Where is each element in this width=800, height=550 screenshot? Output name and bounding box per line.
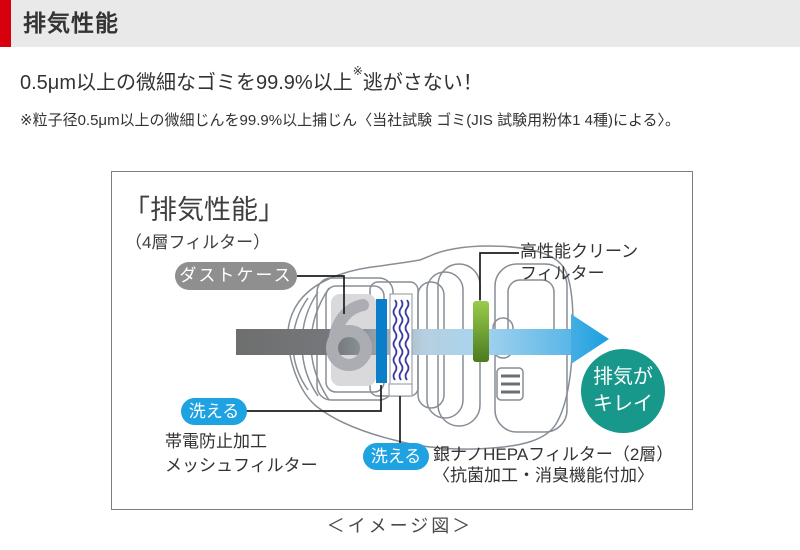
clean-filter-label-line1: 高性能クリーン xyxy=(520,242,639,261)
claim-note-mark: ※ xyxy=(352,64,363,78)
mesh-filter-label-line1: 帯電防止加工 xyxy=(165,432,267,451)
label-connector-lines xyxy=(246,252,519,443)
clean-filter-shape xyxy=(473,301,489,362)
exhaust-arrowhead xyxy=(571,314,609,364)
disclaimer-text: ※粒子径0.5μm以上の微細じんを99.9%以上捕じん〈当社試験 ゴミ(JIS … xyxy=(20,112,680,129)
section-header: 排気性能 xyxy=(0,0,800,47)
washable-badge-hepa: 洗える xyxy=(363,443,429,470)
hepa-filter-label-line2: 〈抗菌加工・消臭機能付加〉 xyxy=(433,465,654,485)
clean-exhaust-badge: 排気が キレイ xyxy=(581,349,665,433)
dust-case-label: ダストケース xyxy=(175,262,297,290)
mesh-filter-shape xyxy=(376,299,387,383)
rear-vent xyxy=(496,367,524,401)
diagram-title: 「排気性能」 xyxy=(123,195,285,225)
hepa-filter-shape xyxy=(388,293,413,397)
image-caption: ＜イメージ図＞ xyxy=(326,516,474,536)
clean-exhaust-line1: 排気が xyxy=(593,366,653,388)
claim-main: 0.5μm以上の微細なゴミを99.9%以上 xyxy=(20,72,353,94)
clean-filter-label: 高性能クリーン フィルター xyxy=(520,241,638,285)
diagram-subtitle: （4層フィルター） xyxy=(125,233,271,252)
hepa-filter-label: 銀ナノHEPAフィルター（2層） 〈抗菌加工・消臭機能付加〉 xyxy=(433,445,673,486)
claim-text: 0.5μm以上の微細なゴミを99.9%以上※逃がさない！ xyxy=(20,64,483,95)
diagram-frame: 「排気性能」 （4層フィルター） ダストケース 高性能クリーン フィルター 洗え… xyxy=(111,171,693,510)
washable-badge-mesh: 洗える xyxy=(181,398,247,425)
clean-exhaust-line2: キレイ xyxy=(593,393,653,415)
vacuum-diagram-illustration xyxy=(236,245,609,450)
mesh-filter-label-line2: メッシュフィルター xyxy=(165,455,318,475)
claim-tail: 逃がさない！ xyxy=(362,72,483,94)
hepa-filter-label-line1: 銀ナノHEPAフィルター（2層） xyxy=(433,445,674,464)
mesh-filter-label: 帯電防止加工 メッシュフィルター xyxy=(165,430,318,478)
clean-filter-label-line2: フィルター xyxy=(520,263,605,283)
section-title: 排気性能 xyxy=(23,10,119,36)
red-accent-bar xyxy=(0,0,11,47)
cyclone-spiral xyxy=(326,299,372,371)
